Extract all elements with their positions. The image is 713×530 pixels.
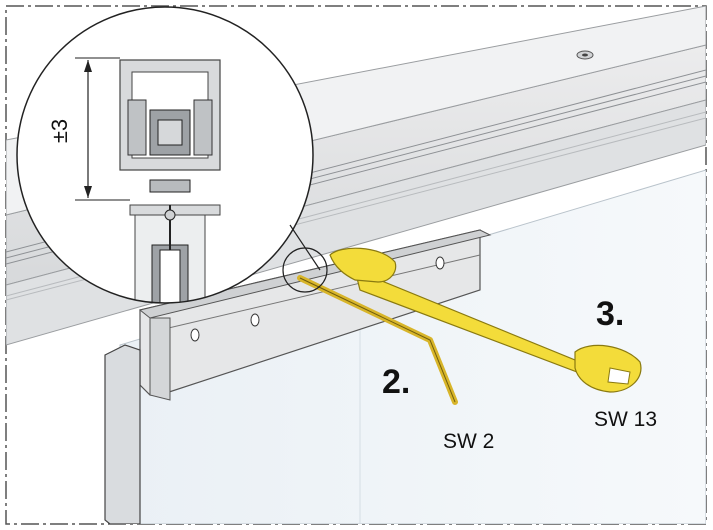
- step-3-label: 3.: [596, 295, 625, 333]
- allen-key-size-label: SW 2: [443, 430, 495, 453]
- door-edge: [104, 344, 141, 524]
- wrench: [329, 247, 642, 393]
- wrench-size-label: SW 13: [594, 408, 658, 431]
- dimension-label: ±3: [47, 118, 73, 144]
- step-2-label: 2.: [382, 363, 411, 401]
- detail-circle: [17, 7, 313, 303]
